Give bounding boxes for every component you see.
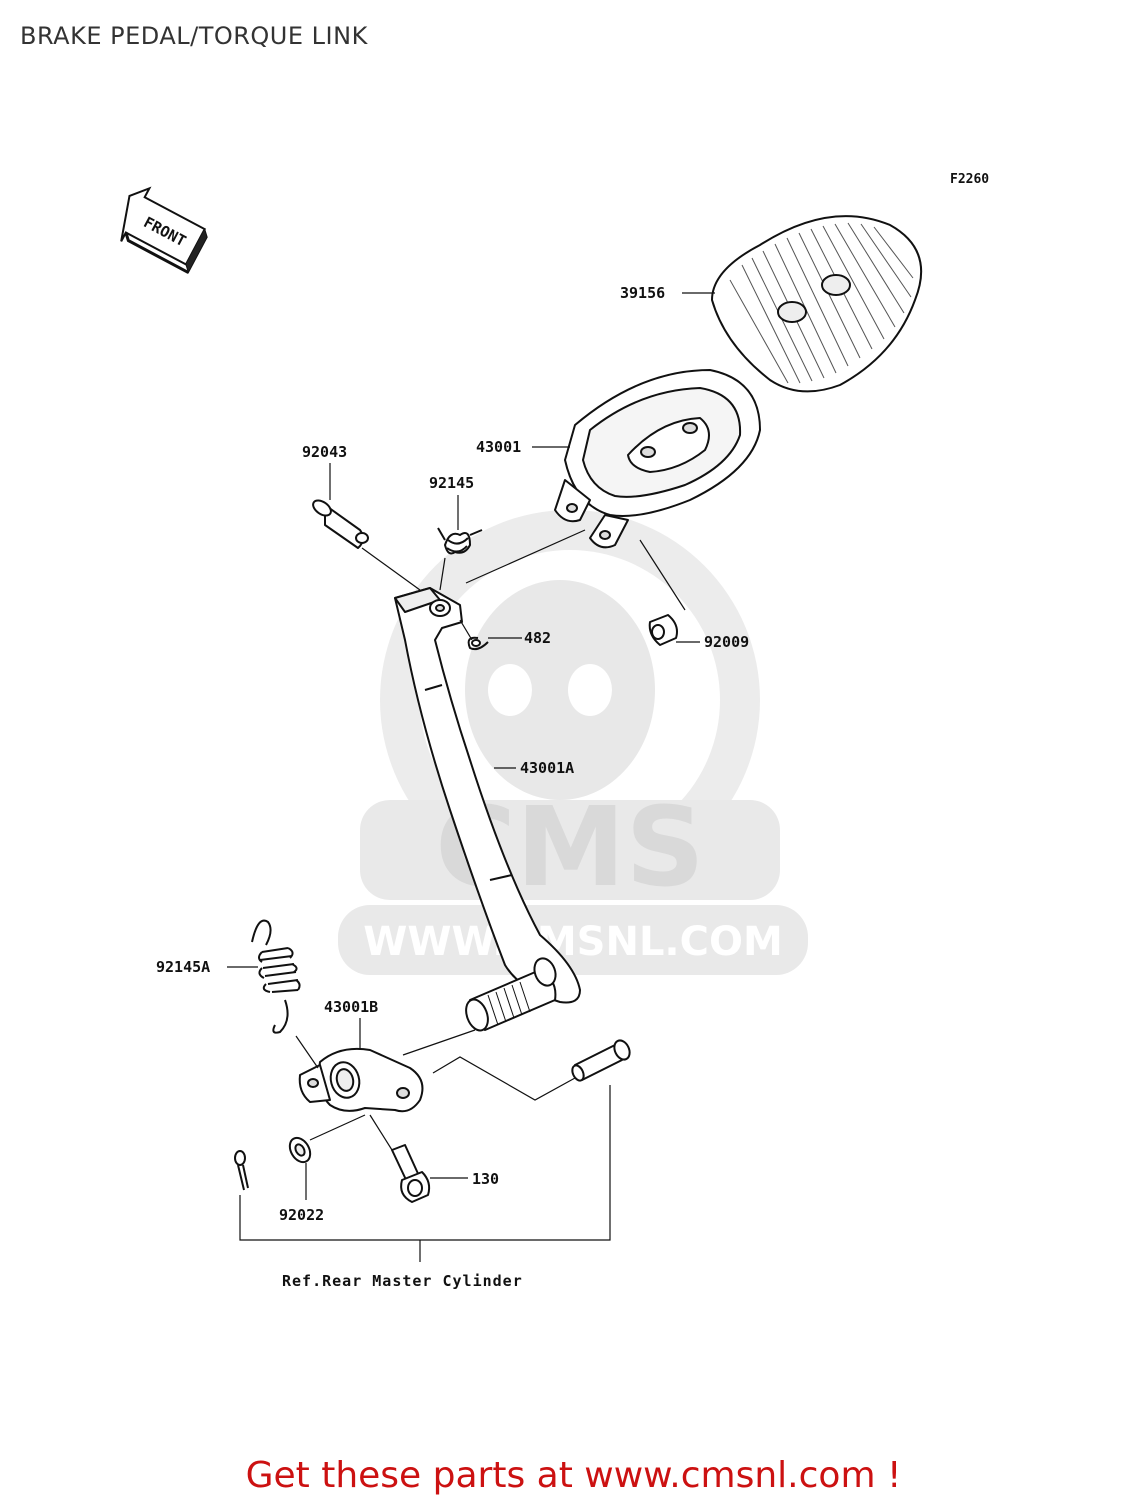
label-92043: 92043	[302, 443, 347, 461]
washer-92022	[288, 1136, 312, 1164]
front-arrow-icon: FRONT	[120, 186, 208, 274]
clevis-pin	[571, 1039, 631, 1082]
assembly-lines	[239, 529, 686, 1262]
spring-92145A	[251, 919, 301, 1034]
label-leaders	[227, 292, 715, 1200]
watermark-url: WWW.CMSNL.COM	[363, 919, 783, 965]
pin-92043	[312, 499, 369, 549]
bolt-130	[391, 1144, 431, 1203]
label-92009: 92009	[704, 633, 749, 651]
label-39156: 39156	[620, 284, 665, 302]
pedal-bracket-43001	[554, 369, 761, 549]
label-92145: 92145	[429, 474, 474, 492]
label-43001A: 43001A	[520, 759, 574, 777]
pedal-arm-43001A	[394, 587, 581, 1032]
label-43001B: 43001B	[324, 998, 378, 1016]
label-482: 482	[524, 629, 551, 647]
label-ref-rear-master-cylinder: Ref.Rear Master Cylinder	[282, 1272, 523, 1290]
spring-92145	[437, 527, 483, 555]
footer-cta-link[interactable]: Get these parts at www.cmsnl.com !	[245, 1455, 902, 1496]
label-92022: 92022	[279, 1206, 324, 1224]
bolt-92009	[648, 614, 678, 646]
lever-43001B	[298, 1047, 424, 1113]
cms-watermark: CMS WWW.CMSNL.COM	[338, 510, 808, 975]
cotter-pin	[234, 1150, 249, 1191]
figure-ref-code: F2260	[950, 172, 990, 187]
clip-482	[467, 636, 489, 651]
label-43001: 43001	[476, 438, 521, 456]
label-130: 130	[472, 1170, 499, 1188]
label-92145A: 92145A	[156, 958, 210, 976]
pedal-pad-39156	[711, 215, 923, 393]
page-title: BRAKE PEDAL/TORQUE LINK	[20, 22, 368, 50]
